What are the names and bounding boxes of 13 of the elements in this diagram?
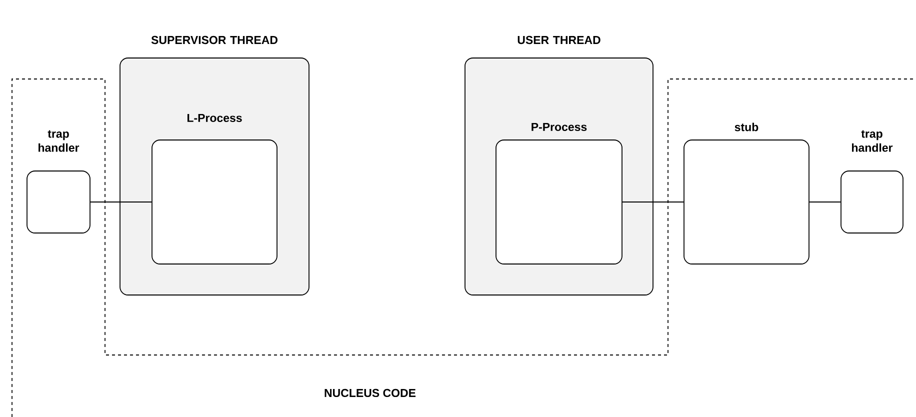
process-box: trap handler	[26, 130, 90, 234]
process-box: P-Process	[496, 123, 622, 264]
region-label: NUCLEUS CODE	[324, 388, 416, 398]
node-label: L-Process	[187, 114, 242, 122]
node-label: USER THREAD	[518, 36, 600, 44]
process-box: trap handler	[840, 130, 904, 234]
node-label: trap handler	[38, 130, 80, 152]
node-label: P-Process	[532, 122, 587, 132]
node-label: stub	[734, 122, 758, 132]
node-label: trap handler	[852, 130, 893, 152]
node-label: SUPERVISOR THREAD	[151, 36, 278, 44]
process-box: L-Process	[152, 114, 278, 264]
process-box: stub	[684, 122, 810, 264]
